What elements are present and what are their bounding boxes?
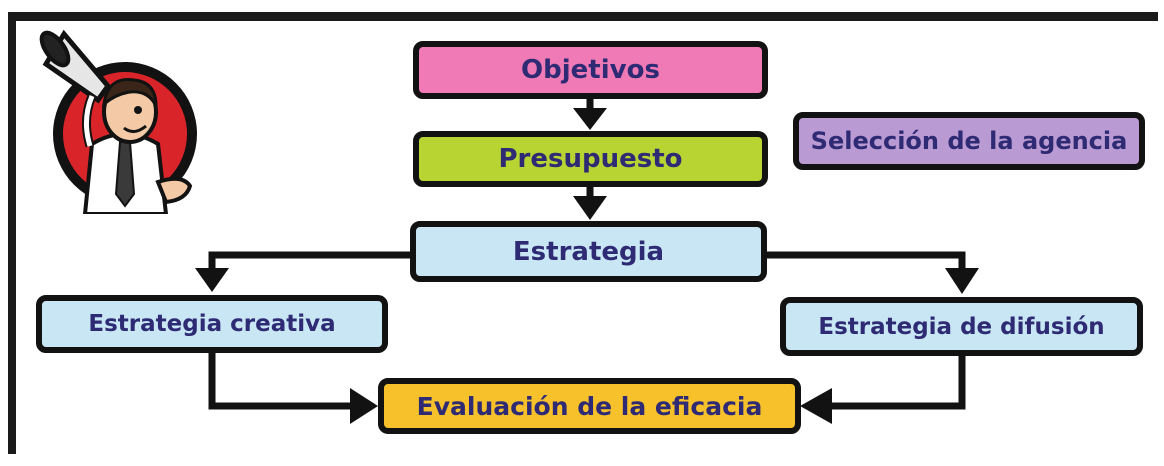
- edge-estrategia-creativa: [208, 251, 413, 270]
- arrowhead-evaluacion-left: [350, 388, 378, 424]
- node-objetivos: Objetivos: [413, 41, 768, 99]
- node-presupuesto-label: Presupuesto: [498, 144, 683, 174]
- megaphone-man-icon: [39, 29, 197, 214]
- node-presupuesto: Presupuesto: [413, 131, 768, 187]
- edge-difusion-evaluacion: [830, 356, 966, 410]
- node-seleccion-label: Selección de la agencia: [810, 127, 1128, 155]
- node-evaluacion-label: Evaluación de la eficacia: [416, 391, 763, 421]
- arrowhead-difusion: [945, 268, 979, 294]
- node-estrategia-difusion: Estrategia de difusión: [780, 297, 1143, 356]
- edge-creativa-evaluacion: [208, 352, 352, 410]
- node-creativa-label: Estrategia creativa: [88, 311, 336, 337]
- node-estrategia-creativa: Estrategia creativa: [36, 295, 388, 353]
- arrowhead-estrategia: [573, 196, 607, 220]
- node-estrategia: Estrategia: [410, 221, 767, 282]
- node-evaluacion-eficacia: Evaluación de la eficacia: [378, 378, 801, 434]
- node-estrategia-label: Estrategia: [512, 236, 665, 267]
- edge-estrategia-difusion: [763, 251, 966, 270]
- arrowhead-evaluacion-right: [800, 388, 832, 424]
- arrowhead-presupuesto: [573, 108, 607, 130]
- node-seleccion-agencia: Selección de la agencia: [793, 112, 1145, 170]
- node-difusion-label: Estrategia de difusión: [818, 313, 1105, 340]
- node-objetivos-label: Objetivos: [521, 55, 660, 85]
- arrowhead-creativa: [195, 268, 229, 292]
